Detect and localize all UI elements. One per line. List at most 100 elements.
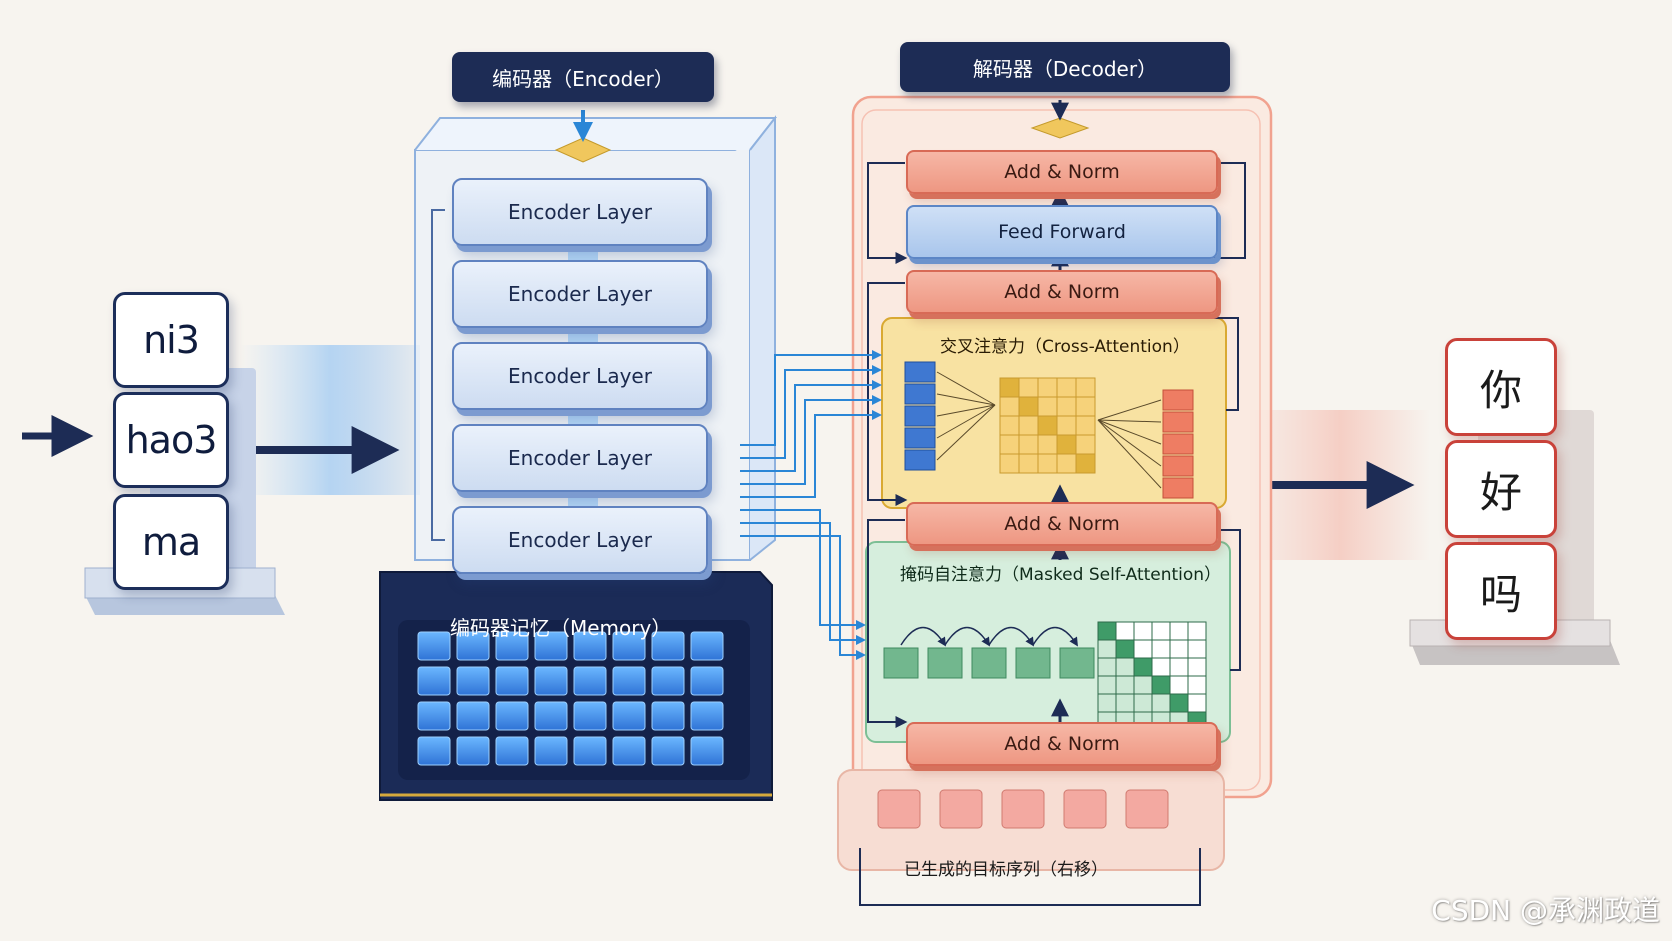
- memory-cube: [612, 736, 646, 766]
- memory-cube: [651, 701, 685, 731]
- mask-cell: [1151, 675, 1171, 695]
- masked-arc: [900, 626, 946, 647]
- memory-cube: [651, 666, 685, 696]
- memory-cube: [573, 631, 607, 661]
- key-value-cube: [1162, 411, 1194, 433]
- encoder-entry-diamond: [554, 137, 612, 163]
- encoder-residual-line: [431, 209, 445, 541]
- attention-cell: [1018, 453, 1039, 474]
- query-cube: [904, 405, 936, 427]
- masked-token-cube: [883, 647, 919, 679]
- mask-cell: [1151, 693, 1171, 713]
- mask-cell: [1115, 693, 1135, 713]
- target-cubes: [877, 789, 1169, 829]
- memory-cube: [534, 666, 568, 696]
- input-token-ma: ma: [113, 494, 229, 590]
- decoder-entry-diamond: [1030, 117, 1090, 139]
- mask-cell: [1133, 639, 1153, 659]
- attention-line: [936, 404, 996, 439]
- attention-cell: [1037, 396, 1058, 417]
- memory-cube: [534, 631, 568, 661]
- memory-label: 编码器记忆（Memory）: [450, 616, 672, 640]
- masked-attention-art: [883, 621, 1207, 731]
- output-token-ni: 你: [1445, 338, 1557, 436]
- memory-cube: [456, 631, 490, 661]
- attention-line: [936, 404, 996, 417]
- target-token-cube: [939, 789, 983, 829]
- memory-cube: [612, 701, 646, 731]
- memory-cube: [417, 666, 451, 696]
- key-value-cube: [1162, 389, 1194, 411]
- query-cube: [904, 449, 936, 471]
- attention-cell: [1075, 377, 1096, 398]
- mask-cell: [1151, 657, 1171, 677]
- attention-cell: [1018, 377, 1039, 398]
- attention-cell: [1075, 434, 1096, 455]
- masked-arc: [988, 626, 1034, 647]
- attention-line: [1097, 419, 1162, 467]
- mask-cell: [1187, 639, 1207, 659]
- memory-cube: [534, 701, 568, 731]
- memory-cube: [534, 736, 568, 766]
- key-value-cube: [1162, 455, 1194, 477]
- memory-cube: [417, 701, 451, 731]
- memory-cube: [651, 631, 685, 661]
- residual-loop-masked: [867, 519, 908, 728]
- memory-cube: [573, 701, 607, 731]
- output-token-hao: 好: [1445, 440, 1557, 538]
- masked-arc: [1032, 626, 1078, 647]
- memory-cube: [690, 666, 724, 696]
- attention-cell: [999, 434, 1020, 455]
- mask-cell: [1187, 657, 1207, 677]
- memory-cubes: [417, 631, 724, 766]
- key-value-cube: [1162, 433, 1194, 455]
- add-norm-ff: Add & Norm: [906, 270, 1218, 314]
- memory-cube: [690, 631, 724, 661]
- attention-cell: [1018, 396, 1039, 417]
- masked-token-cube: [971, 647, 1007, 679]
- attention-cell: [999, 415, 1020, 436]
- encoder-layer-4: Encoder Layer: [452, 424, 708, 492]
- masked-token-cube: [1015, 647, 1051, 679]
- add-norm-cross: Add & Norm: [906, 502, 1218, 546]
- attention-cell: [999, 377, 1020, 398]
- memory-cube: [495, 666, 529, 696]
- residual-loop-cross: [867, 282, 908, 506]
- attention-cell: [1056, 396, 1077, 417]
- attention-cell: [1018, 434, 1039, 455]
- mask-cell: [1133, 657, 1153, 677]
- query-cube: [904, 361, 936, 383]
- residual-loop-right-3: [1214, 529, 1241, 671]
- mask-cell: [1097, 693, 1117, 713]
- input-token-ni3: ni3: [113, 292, 229, 388]
- memory-cube: [495, 701, 529, 731]
- residual-loop-right-1: [1214, 162, 1246, 259]
- mask-cell: [1097, 675, 1117, 695]
- key-value-cube: [1162, 477, 1194, 499]
- attention-cell: [1037, 434, 1058, 455]
- attention-cell: [999, 396, 1020, 417]
- add-norm-masked: Add & Norm: [906, 722, 1218, 766]
- memory-cube: [456, 701, 490, 731]
- encoder-title: 编码器（Encoder）: [452, 52, 714, 102]
- attention-line: [1097, 419, 1162, 445]
- feed-forward: Feed Forward: [906, 205, 1218, 259]
- target-token-cube: [1125, 789, 1169, 829]
- memory-cube: [573, 736, 607, 766]
- mask-cell: [1169, 639, 1189, 659]
- attention-cell: [1056, 453, 1077, 474]
- memory-cube: [495, 736, 529, 766]
- mask-cell: [1115, 657, 1135, 677]
- query-cube: [904, 427, 936, 449]
- attention-line: [1097, 419, 1162, 489]
- memory-cube: [495, 631, 529, 661]
- query-cube: [904, 383, 936, 405]
- mask-cell: [1151, 639, 1171, 659]
- attention-cell: [1037, 453, 1058, 474]
- mask-cell: [1133, 621, 1153, 641]
- input-glow: [240, 345, 420, 495]
- memory-cube: [651, 736, 685, 766]
- memory-cube: [690, 736, 724, 766]
- attention-line: [1097, 419, 1162, 423]
- memory-cube: [456, 666, 490, 696]
